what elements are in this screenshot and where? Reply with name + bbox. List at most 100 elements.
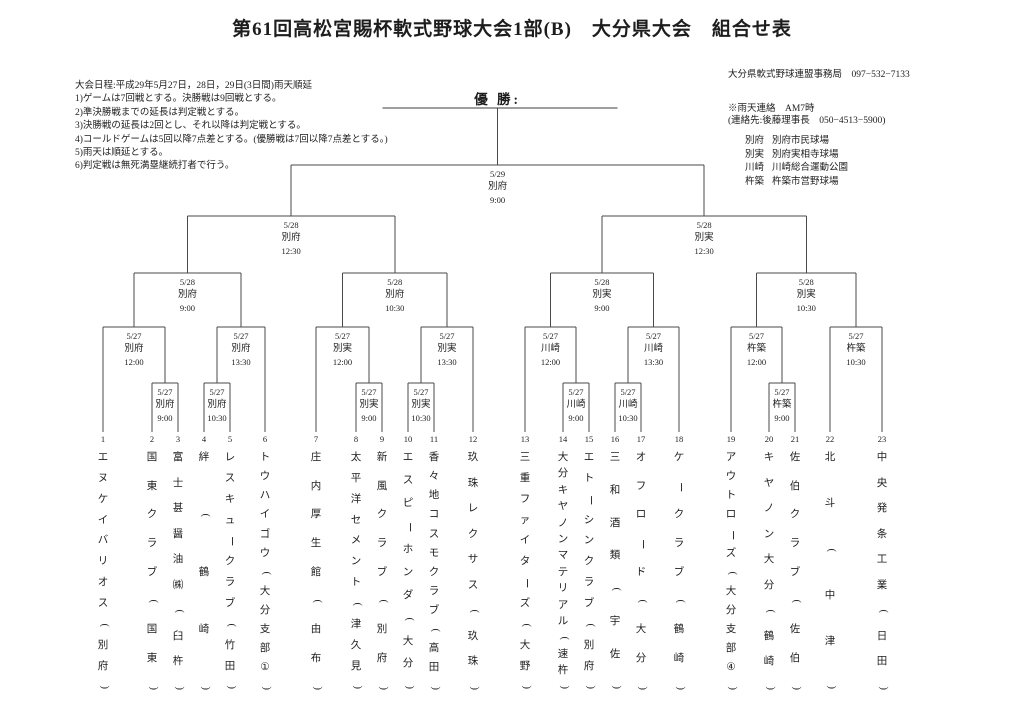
name-char: 風	[376, 480, 388, 492]
name-char: キ	[224, 493, 236, 505]
name-char: 内	[310, 480, 322, 492]
name-char: 田	[876, 656, 888, 667]
name-char: 別	[97, 639, 109, 651]
venue-row: 川崎川崎総合運動公園	[745, 162, 848, 176]
match-date: 5/27	[334, 331, 351, 341]
name-char: 大	[725, 585, 737, 597]
name-char: 大	[402, 635, 414, 647]
rules-block: 大会日程:平成29年5月27日，28日，29日(3日間)雨天順延 1)ゲームは7…	[75, 80, 388, 174]
vertical-paren: (	[260, 571, 272, 575]
team-number: 8	[353, 434, 359, 444]
name-char: 絆	[198, 452, 210, 463]
name-char: ト	[583, 472, 595, 484]
match-date: 5/27	[645, 331, 662, 341]
team-number: 5	[227, 434, 233, 444]
team-name: 玖珠レクサス(玖珠)	[468, 452, 480, 693]
match-venue: 別府	[488, 182, 508, 192]
name-char: 分	[635, 652, 647, 664]
vertical-paren: (	[199, 513, 211, 518]
team-number: 10	[403, 434, 413, 444]
name-char: キ	[557, 484, 569, 496]
team-name: レスキュークラブ(竹田)	[224, 452, 237, 693]
name-char: 津	[824, 635, 836, 647]
match-time: 9:00	[568, 413, 584, 423]
vertical-paren: (	[351, 602, 363, 607]
name-char: 鶴	[198, 566, 210, 578]
match-venue: 別実	[592, 290, 612, 300]
match-time: 9:00	[157, 413, 173, 423]
team-name: 新風クラブ(別府)	[376, 452, 389, 693]
team-name: オフロード(大分)	[635, 452, 648, 693]
name-char: 々	[428, 471, 440, 483]
match-time: 9:00	[361, 413, 377, 423]
name-char: 津	[350, 618, 362, 630]
vertical-paren: (	[610, 587, 622, 592]
vertical-paren: )	[520, 685, 532, 690]
name-char: 工	[876, 554, 888, 565]
vertical-paren: (	[403, 617, 415, 621]
name-char: 大	[635, 624, 647, 636]
name-char: ズ	[519, 598, 531, 610]
name-char: ー	[225, 536, 237, 547]
name-char: イ	[519, 535, 531, 547]
name-char: 竹	[224, 639, 236, 651]
rule-item: 1)ゲームは7回戦とする。決勝戦は9回戦とする。	[75, 94, 282, 105]
vertical-paren: )	[311, 686, 323, 690]
name-char: ブ	[376, 566, 388, 578]
name-char: 杵	[557, 665, 569, 677]
name-char: 日	[876, 630, 888, 642]
match-venue: 別府	[177, 290, 198, 300]
match-time: 12:00	[540, 357, 561, 367]
name-char: セ	[350, 514, 362, 526]
match-time: 12:00	[124, 357, 144, 367]
vertical-paren: (	[825, 548, 837, 552]
team-name: 三重ファイターズ(大野)	[519, 452, 532, 693]
name-char: ン	[402, 566, 414, 578]
name-char: 高	[428, 643, 440, 655]
vertical-paren: )	[558, 685, 570, 690]
vertical-paren: )	[225, 685, 237, 690]
name-char: 大	[763, 554, 775, 565]
vertical-paren: )	[674, 686, 686, 690]
name-char: 酒	[609, 517, 621, 529]
match-venue: 杵築	[746, 344, 766, 354]
name-char: リ	[97, 556, 109, 568]
vertical-paren: )	[764, 686, 776, 690]
team-name: エトーシンクラブ(別府)	[583, 452, 596, 693]
name-char: ン	[350, 556, 362, 568]
name-char: 支	[725, 624, 737, 636]
name-char: ①	[260, 662, 270, 674]
name-char: 佐	[789, 452, 801, 463]
name-char: イ	[259, 509, 271, 521]
match-venue: 川崎	[643, 344, 663, 354]
match-time: 10:30	[796, 303, 816, 313]
vertical-paren: (	[147, 599, 159, 604]
vertical-paren: )	[173, 686, 185, 690]
match-venue: 川崎	[566, 400, 586, 410]
match-venue: 別実	[411, 400, 431, 410]
name-char: ブ	[146, 566, 158, 578]
name-char: ラ	[428, 585, 440, 597]
name-char: 醤	[172, 528, 184, 540]
vertical-paren: )	[610, 685, 622, 690]
vertical-paren: )	[468, 686, 480, 690]
vertical-paren: )	[403, 685, 415, 690]
vertical-paren: )	[636, 686, 648, 690]
name-char: 国	[146, 624, 158, 636]
name-char: 庄	[310, 452, 322, 463]
name-char: ア	[725, 452, 737, 463]
name-char: 府	[376, 652, 388, 664]
name-char: ト	[725, 490, 737, 502]
name-char: ト	[350, 577, 362, 589]
rule-item: 4)コールドゲームは5回以降7点差とする。(優勝戦は7回以降7点差とする。)	[75, 134, 388, 145]
name-char: 太	[350, 452, 362, 463]
match-venue: 別府	[231, 344, 251, 354]
team-number: 14	[558, 434, 568, 444]
match-date: 5/27	[748, 331, 765, 341]
match-venue: 別実	[796, 290, 816, 300]
vertical-paren: )	[351, 685, 363, 690]
name-char: 香	[428, 452, 440, 463]
